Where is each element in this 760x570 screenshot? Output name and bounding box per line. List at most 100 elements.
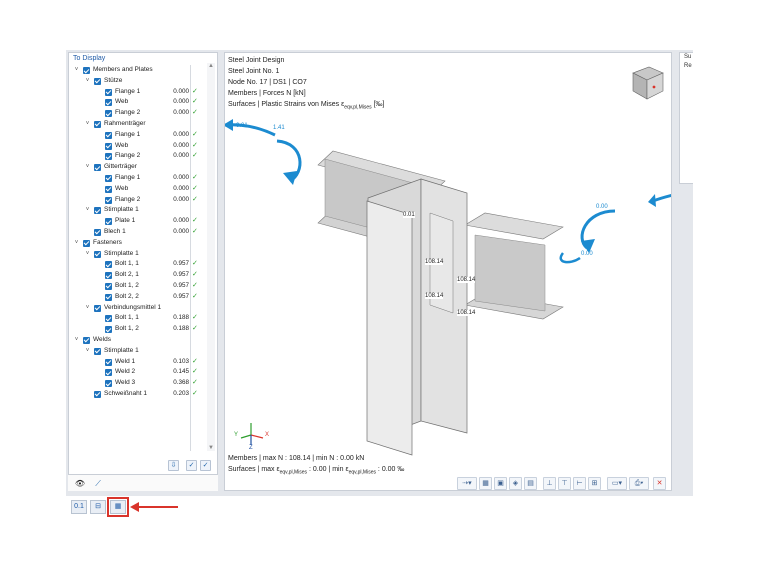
checkbox[interactable] xyxy=(105,153,112,161)
tab-member-icon[interactable]: ⟋ xyxy=(95,479,101,488)
display-mode-icon[interactable]: ⇢▾ xyxy=(457,477,477,490)
chevron-down-icon[interactable]: ˅ xyxy=(85,304,90,311)
checkbox[interactable] xyxy=(94,250,101,258)
print-icon[interactable]: ⎙▾ xyxy=(629,477,649,490)
checkbox[interactable] xyxy=(105,110,112,118)
check-all-icon[interactable]: ✓ xyxy=(186,460,197,471)
checkbox[interactable] xyxy=(105,218,112,226)
checkbox[interactable] xyxy=(105,293,112,301)
checkbox[interactable] xyxy=(94,347,101,355)
checkbox[interactable] xyxy=(105,142,112,150)
tree-row[interactable]: ˅Stirnplatte 1 xyxy=(69,205,207,216)
tree-row[interactable]: ˅Verbindungsmittel 1 xyxy=(69,303,207,314)
tree-view-button[interactable]: ⊟ xyxy=(90,500,106,514)
checkbox[interactable] xyxy=(105,196,112,204)
tree-row[interactable]: ˅Rahmenträger xyxy=(69,119,207,130)
view-options-icon[interactable]: ▭▾ xyxy=(607,477,627,490)
result-view-button[interactable]: ▦ xyxy=(107,497,129,517)
checkbox[interactable] xyxy=(83,67,90,74)
chevron-down-icon[interactable]: ˅ xyxy=(85,77,90,84)
checkbox[interactable] xyxy=(105,358,112,366)
chevron-down-icon[interactable]: ˅ xyxy=(85,250,90,257)
chevron-down-icon[interactable]: ˅ xyxy=(85,120,90,127)
filter-icon[interactable]: ⇩ xyxy=(168,460,179,471)
3d-view[interactable]: Steel Joint Design Steel Joint No. 1 Nod… xyxy=(224,52,672,491)
tree-row[interactable]: ˅Welds xyxy=(69,335,207,346)
checkbox[interactable] xyxy=(94,228,101,236)
render-icon[interactable]: ◈ xyxy=(509,477,522,490)
checkbox[interactable] xyxy=(94,304,101,312)
tree-item-label: Bolt 2, 1 xyxy=(115,271,139,279)
data-table-button[interactable]: 0.1 xyxy=(71,500,87,514)
checkbox[interactable] xyxy=(105,282,112,290)
checkbox[interactable] xyxy=(105,326,112,334)
checkbox[interactable] xyxy=(105,88,112,96)
view-back-icon[interactable]: ⊤ xyxy=(558,477,571,490)
tree-row[interactable]: ˅Stirnplatte 1 xyxy=(69,249,207,260)
view-front-icon[interactable]: ⊥ xyxy=(543,477,556,490)
checkbox[interactable] xyxy=(105,272,112,280)
checkbox[interactable] xyxy=(94,390,101,398)
checkbox[interactable] xyxy=(105,261,112,269)
checkbox[interactable] xyxy=(94,164,101,172)
navigation-cube-icon[interactable] xyxy=(627,63,667,103)
reset-icon[interactable]: ✕ xyxy=(653,477,666,490)
checkbox[interactable] xyxy=(105,174,112,182)
uncheck-all-icon[interactable]: ✓ xyxy=(200,460,211,471)
checkbox[interactable] xyxy=(105,369,112,377)
chevron-down-icon[interactable]: ˅ xyxy=(74,239,79,246)
layers-icon[interactable]: ▤ xyxy=(524,477,537,490)
checkbox[interactable] xyxy=(83,239,90,247)
chevron-down-icon[interactable]: ˅ xyxy=(74,336,79,343)
chevron-down-icon[interactable]: ˅ xyxy=(85,164,90,171)
chevron-down-icon[interactable]: ˅ xyxy=(85,347,90,354)
view-side-icon[interactable]: ⊢ xyxy=(573,477,586,490)
checkbox[interactable] xyxy=(105,99,112,107)
chevron-down-icon[interactable]: ˅ xyxy=(85,207,90,214)
member-view-icon[interactable]: ▣ xyxy=(494,477,507,490)
tree-scrollbar[interactable]: ▲ ▼ xyxy=(207,63,215,451)
tree-row[interactable]: ˅Stütze xyxy=(69,76,207,87)
eye-icon[interactable]: 👁 xyxy=(74,479,86,488)
tree-item-label: Blech 1 xyxy=(104,227,126,235)
view-iso-icon[interactable]: ⊞ xyxy=(588,477,601,490)
checkbox[interactable] xyxy=(105,380,112,388)
checkbox[interactable] xyxy=(83,336,90,344)
checkbox[interactable] xyxy=(94,207,101,215)
checkbox[interactable] xyxy=(105,185,112,193)
checkbox[interactable] xyxy=(94,120,101,128)
chevron-down-icon[interactable]: ˅ xyxy=(74,67,79,73)
tree-row[interactable]: ˅Members and Plates xyxy=(69,65,207,76)
checkbox[interactable] xyxy=(94,77,101,85)
tree-row[interactable]: ˅Gitterträger xyxy=(69,162,207,173)
tree-row[interactable]: ˅Stirnplatte 1 xyxy=(69,346,207,357)
checkbox[interactable] xyxy=(105,315,112,323)
scroll-down-icon[interactable]: ▼ xyxy=(208,445,214,451)
surface-view-icon[interactable]: ▦ xyxy=(479,477,492,490)
tree-row[interactable]: ˅Fasteners xyxy=(69,238,207,249)
scroll-up-icon[interactable]: ▲ xyxy=(208,63,214,69)
checkbox[interactable] xyxy=(105,131,112,139)
value-label: 0.00 xyxy=(596,204,608,210)
